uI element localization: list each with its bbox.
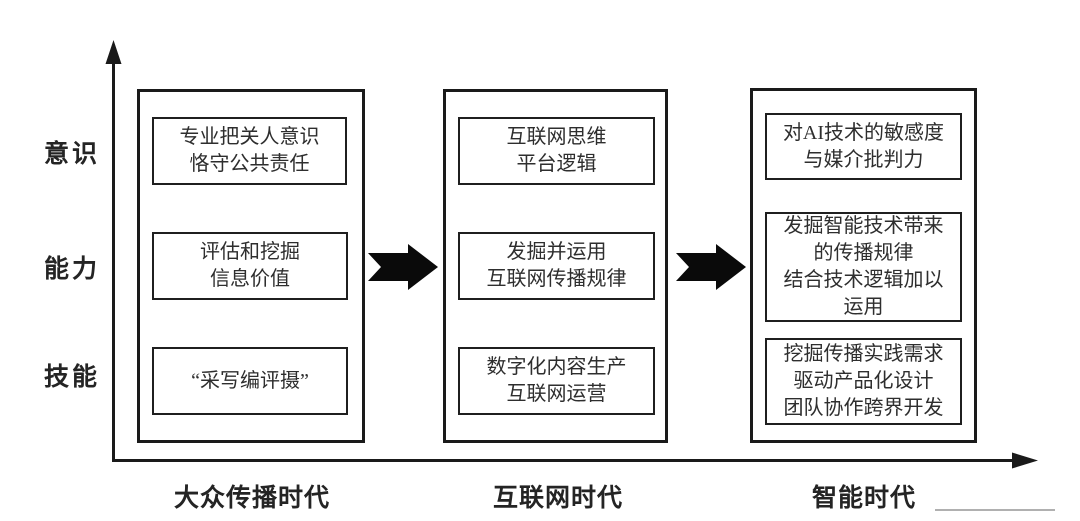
- right-arrow-axis-icon: [1012, 452, 1038, 469]
- item-box: 互联网思维 平台逻辑: [458, 117, 655, 185]
- item-text: “采写编评摄”: [191, 369, 309, 392]
- item-box: 评估和挖掘 信息价值: [152, 232, 348, 300]
- era-label-mass-media: 大众传播时代: [173, 485, 330, 512]
- item-text: 专业把关人意识 恪守公共责任: [179, 126, 320, 175]
- era-label-intelligent: 智能时代: [811, 485, 916, 512]
- item-box: 数字化内容生产 互联网运营: [458, 347, 655, 415]
- item-text: 挖掘传播实践需求 驱动产品化设计 团队协作跨界开发: [783, 343, 944, 419]
- item-text: 互联网思维 平台逻辑: [506, 126, 607, 175]
- row-label-awareness: 意识: [43, 141, 100, 168]
- right-block-arrow-icon-1: [368, 244, 438, 290]
- item-box: “采写编评摄”: [152, 347, 348, 415]
- era-label-internet: 互联网时代: [492, 485, 623, 512]
- item-text: 数字化内容生产 互联网运营: [486, 356, 627, 405]
- item-box: 专业把关人意识 恪守公共责任: [152, 117, 347, 185]
- item-box: 挖掘传播实践需求 驱动产品化设计 团队协作跨界开发: [765, 338, 962, 425]
- row-label-skill: 技能: [43, 364, 100, 391]
- row-label-ability: 能力: [43, 256, 100, 283]
- item-box: 发掘智能技术带来 的传播规律 结合技术逻辑加以 运用: [765, 212, 962, 322]
- item-text: 对AI技术的敏感度 与媒介批判力: [782, 121, 945, 171]
- item-box: 对AI技术的敏感度 与媒介批判力: [765, 113, 962, 180]
- item-box: 发掘并运用 互联网传播规律: [458, 232, 655, 300]
- item-text: 发掘智能技术带来 的传播规律 结合技术逻辑加以 运用: [783, 215, 944, 318]
- item-text: 评估和挖掘 信息价值: [200, 241, 300, 290]
- watermark-line: [935, 509, 1055, 511]
- up-arrow-axis-icon: [105, 40, 122, 64]
- item-text: 发掘并运用 互联网传播规律: [486, 241, 627, 290]
- right-block-arrow-icon-2: [676, 244, 746, 290]
